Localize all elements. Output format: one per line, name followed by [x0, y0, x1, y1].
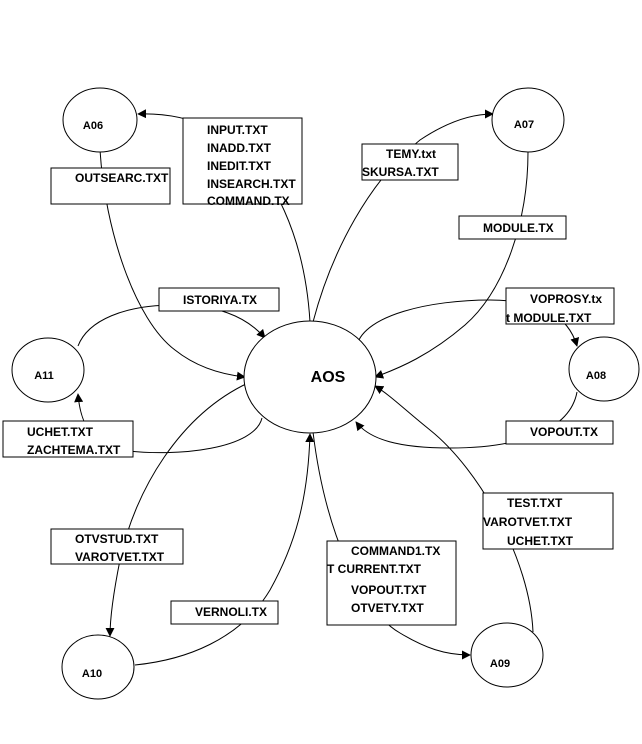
label-command1-tx: COMMAND1.TX: [351, 544, 440, 558]
node-a09: A09: [470, 622, 544, 688]
node-a09-label: A09: [490, 658, 510, 670]
node-a07: A07: [491, 87, 565, 153]
node-a08: A08: [568, 336, 640, 402]
label-box-otvstud: OTVSTUD.TXT VAROTVET.TXT: [50, 528, 184, 565]
node-a08-label: A08: [586, 370, 606, 382]
node-a06: A06: [62, 87, 138, 153]
label-skursa-txt: SKURSA.TXT: [362, 165, 439, 179]
label-inedit-txt: INEDIT.TXT: [207, 159, 272, 173]
label-outsearc-txt: OUTSEARC.TXT: [75, 171, 169, 185]
node-a11-ellipse: [11, 337, 85, 403]
label-box-voprosy: VOPROSY.tx t MODULE.TXT: [505, 287, 615, 325]
label-box-vopout-frame: [505, 420, 614, 445]
label-box-otvstud-frame: [50, 528, 184, 565]
label-box-command1: COMMAND1.TX T CURRENT.TXT VOPOUT.TXT OTV…: [326, 540, 457, 626]
label-uchet-txt-a09: UCHET.TXT: [507, 534, 574, 548]
label-voprosy-tx: VOPROSY.tx: [530, 292, 602, 306]
node-a11: A11: [11, 337, 85, 403]
label-insearch-txt: INSEARCH.TXT: [207, 177, 296, 191]
node-a10-label: A10: [82, 668, 102, 680]
nodes: AOS A06 A07 A11 A08 A10 A09: [11, 87, 640, 700]
label-module-txt: t MODULE.TXT: [506, 311, 592, 325]
label-uchet-txt: UCHET.TXT: [27, 425, 94, 439]
edge-a08-to-aos: [355, 391, 578, 449]
node-a10-ellipse: [61, 634, 135, 700]
edge-aos-to-a10: [105, 382, 249, 637]
label-box-temy: TEMY.txt SKURSA.TXT: [361, 143, 459, 181]
node-a11-label: A11: [34, 370, 54, 382]
label-box-uchet-frame: [2, 420, 134, 458]
label-boxes: INPUT.TXT INADD.TXT INEDIT.TXT INSEARCH.…: [2, 117, 615, 626]
label-box-vernoli: VERNOLI.TX: [170, 600, 279, 625]
edge-a06-to-aos: [99, 149, 246, 381]
label-box-module-frame: [458, 215, 567, 240]
label-input-txt: INPUT.TXT: [207, 123, 268, 137]
label-box-vernoli-frame: [170, 600, 279, 625]
label-test-txt: TEST.TXT: [507, 496, 563, 510]
node-a06-ellipse: [62, 87, 138, 153]
label-varotvet-txt-a09: VAROTVET.TXT: [483, 515, 573, 529]
label-varotvet-txt-a10: VAROTVET.TXT: [75, 550, 165, 564]
node-aos-label: AOS: [311, 369, 346, 386]
label-box-command1-frame: [326, 540, 457, 626]
label-vopout-tx: VOPOUT.TX: [530, 425, 598, 439]
label-vernoli-tx: VERNOLI.TX: [195, 605, 267, 619]
label-otvety-txt: OTVETY.TXT: [351, 601, 424, 615]
edge-a07-to-aos: [374, 151, 529, 379]
node-a09-ellipse: [470, 622, 544, 688]
label-otvstud-txt: OTVSTUD.TXT: [75, 532, 159, 546]
edge-a10-to-aos: [134, 433, 315, 666]
label-box-test-group: TEST.TXT VAROTVET.TXT UCHET.TXT: [482, 492, 614, 550]
node-a06-label: A06: [83, 120, 103, 132]
label-box-vopout: VOPOUT.TX: [505, 420, 614, 445]
label-box-test-group-frame: [482, 492, 614, 550]
label-box-input-group: INPUT.TXT INADD.TXT INEDIT.TXT INSEARCH.…: [182, 117, 303, 208]
label-box-temy-frame: [361, 143, 459, 181]
node-a07-ellipse: [491, 87, 565, 153]
label-box-uchet: UCHET.TXT ZACHTEMA.TXT: [2, 420, 134, 458]
label-command-tx: COMMAND.TX: [207, 194, 290, 208]
node-a10: A10: [61, 634, 135, 700]
label-box-voprosy-frame: [505, 287, 615, 325]
edge-a09-to-aos: [374, 385, 534, 633]
label-box-module: MODULE.TX: [458, 215, 567, 240]
node-aos-ellipse: [243, 320, 377, 434]
node-aos: AOS: [243, 320, 377, 434]
label-istoriya-tx: ISTORIYA.TX: [183, 293, 257, 307]
label-box-outsearc-frame: [50, 167, 171, 205]
label-zachtema-txt: ZACHTEMA.TXT: [27, 443, 121, 457]
label-current-txt: T CURRENT.TXT: [327, 562, 422, 576]
label-box-outsearc: OUTSEARC.TXT: [50, 167, 171, 205]
node-a08-ellipse: [568, 336, 640, 402]
label-box-istoriya: ISTORIYA.TX: [158, 287, 280, 312]
node-a07-label: A07: [514, 119, 534, 131]
label-inadd-txt: INADD.TXT: [207, 141, 272, 155]
label-box-input-group-frame: [182, 117, 303, 205]
label-temy-txt: TEMY.txt: [386, 147, 436, 161]
label-module-tx: MODULE.TX: [483, 221, 554, 235]
label-vopout-txt: VOPOUT.TXT: [351, 583, 427, 597]
label-box-istoriya-frame: [158, 287, 280, 312]
